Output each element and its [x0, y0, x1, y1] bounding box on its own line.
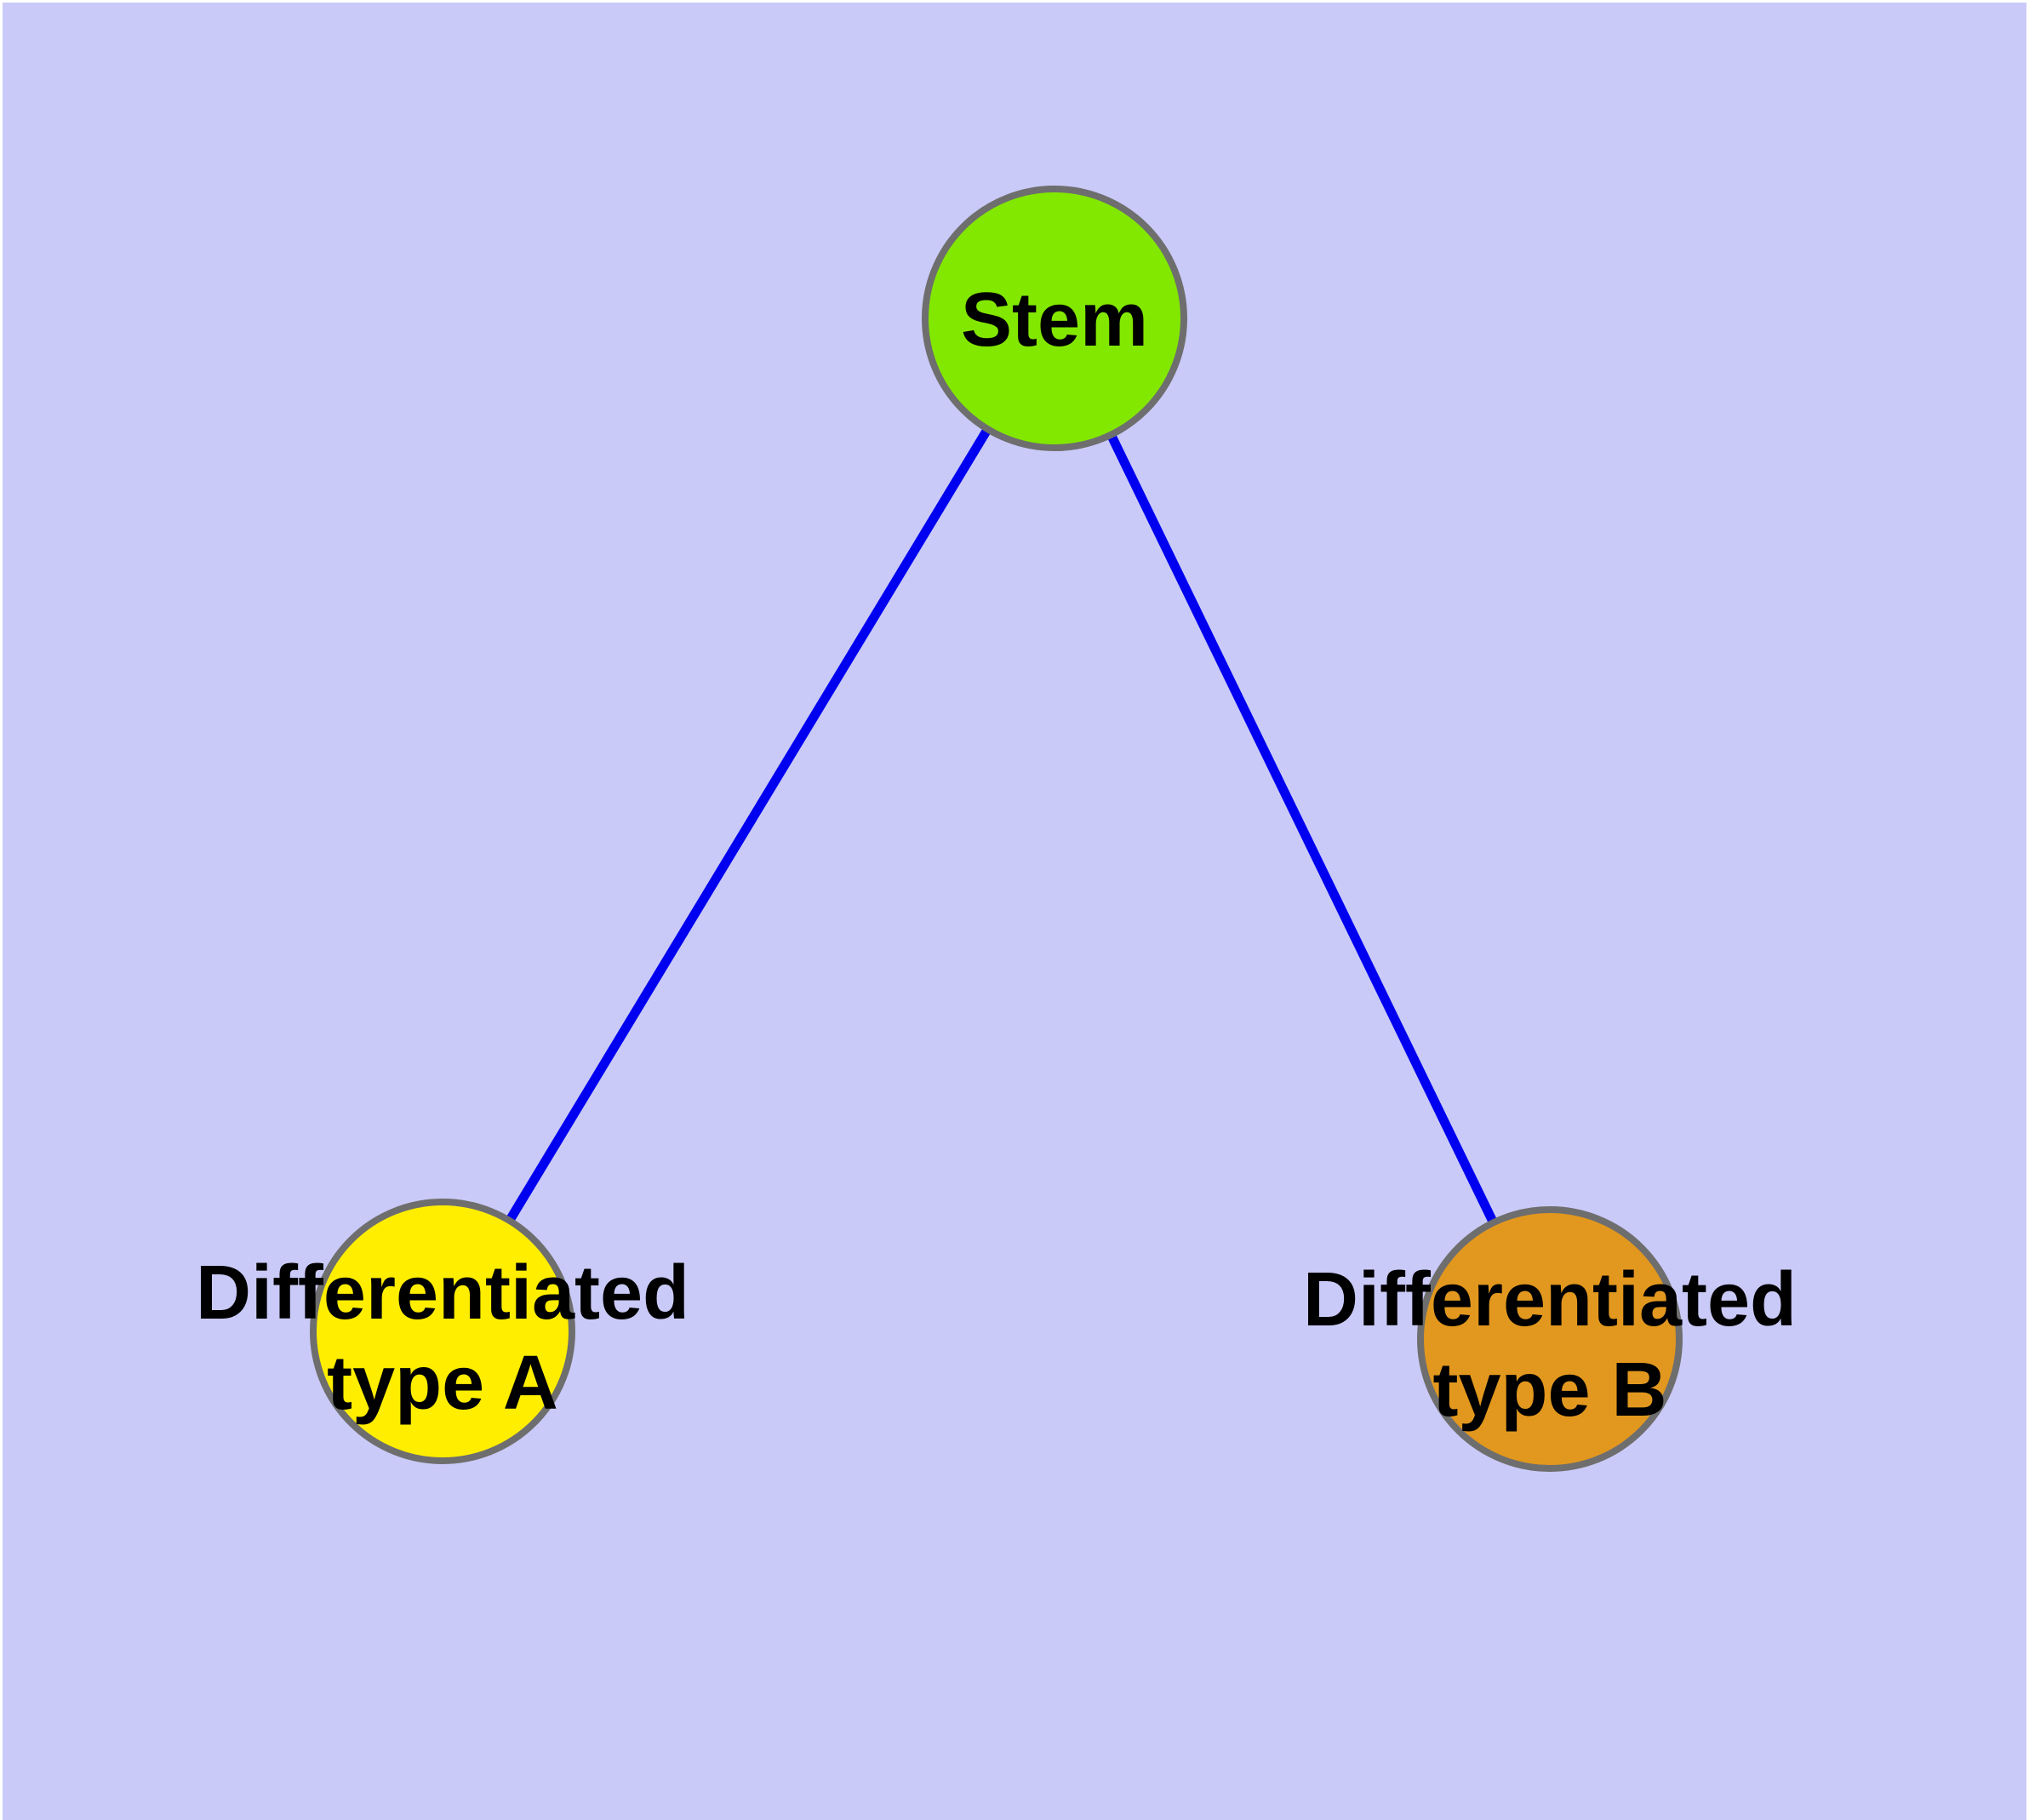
- node-stem[interactable]: [922, 186, 1187, 451]
- node-differentiated-type-b-label-line1: Differentiated: [1303, 1257, 1797, 1342]
- node-differentiated-type-a-label-line2: type A: [327, 1341, 558, 1426]
- edge-stem-to-type-a: [438, 316, 1059, 1334]
- node-differentiated-type-a[interactable]: [310, 1199, 575, 1464]
- node-differentiated-type-a-label-line1: Differentiated: [196, 1251, 689, 1336]
- node-differentiated-type-b-label-line2: type B: [1432, 1348, 1666, 1433]
- edge-stem-to-type-b: [1050, 316, 1554, 1342]
- node-stem-label: Stem: [961, 278, 1148, 363]
- node-differentiated-type-b[interactable]: [1417, 1206, 1683, 1472]
